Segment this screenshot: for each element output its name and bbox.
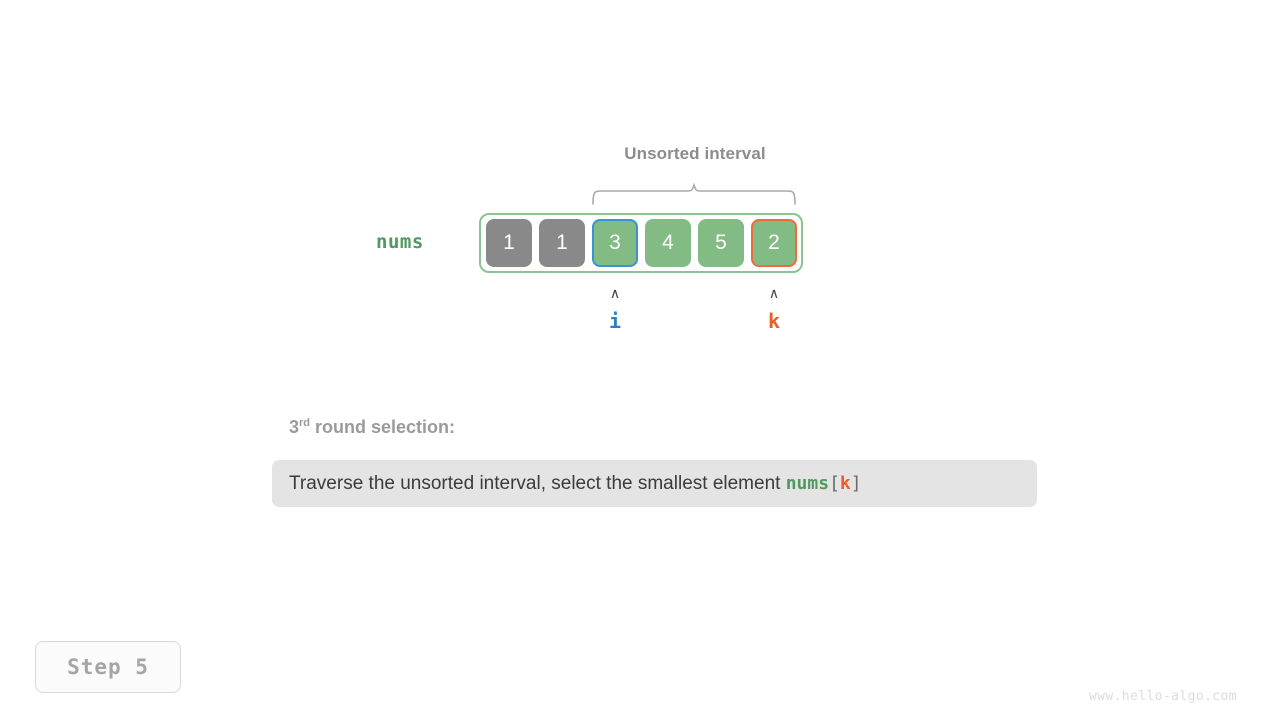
array-cell-2[interactable]: 3: [592, 219, 638, 267]
pointer-k: ∧ k: [754, 287, 794, 331]
round-ordinal-number: 3: [289, 417, 300, 437]
array-cell-4[interactable]: 5: [698, 219, 744, 267]
array-cell-value: 4: [662, 231, 674, 254]
array-cell-value: 1: [556, 231, 568, 254]
pointer-k-label: k: [767, 309, 781, 333]
round-selection-heading: 3rd round selection:: [289, 417, 455, 438]
step-button[interactable]: Step 5: [35, 641, 181, 693]
caret-up-icon: ∧: [609, 286, 621, 302]
description-bracket-open: [: [829, 473, 840, 494]
unsorted-interval-border: [479, 213, 803, 273]
caret-up-icon: ∧: [768, 286, 780, 302]
description-code-index: k: [839, 473, 851, 494]
array-cell-value: 3: [609, 231, 621, 254]
pointer-i: ∧ i: [595, 287, 635, 331]
description-prefix: Traverse the unsorted interval, select t…: [289, 472, 786, 494]
array-cell-3[interactable]: 4: [645, 219, 691, 267]
description-code-nums: nums: [785, 473, 830, 494]
round-heading-rest: round selection:: [310, 417, 456, 437]
unsorted-interval-label: Unsorted interval: [624, 144, 766, 163]
array-cell-value: 2: [768, 231, 780, 254]
description-bracket-close: ]: [850, 473, 862, 494]
array-cells: 1 1 3 4 5 2: [486, 219, 797, 267]
array-cell-value: 1: [503, 231, 515, 254]
round-ordinal-suffix: rd: [299, 417, 311, 429]
pointer-i-label: i: [608, 309, 622, 333]
array-cell-value: 5: [715, 231, 727, 254]
array-cell-5[interactable]: 2: [751, 219, 797, 267]
array-cell-0[interactable]: 1: [486, 219, 532, 267]
array-cell-1[interactable]: 1: [539, 219, 585, 267]
watermark: www.hello-algo.com: [1088, 689, 1237, 704]
description-box: Traverse the unsorted interval, select t…: [272, 460, 1037, 507]
nums-variable-label: nums: [376, 231, 424, 253]
interval-brace: [586, 178, 806, 213]
